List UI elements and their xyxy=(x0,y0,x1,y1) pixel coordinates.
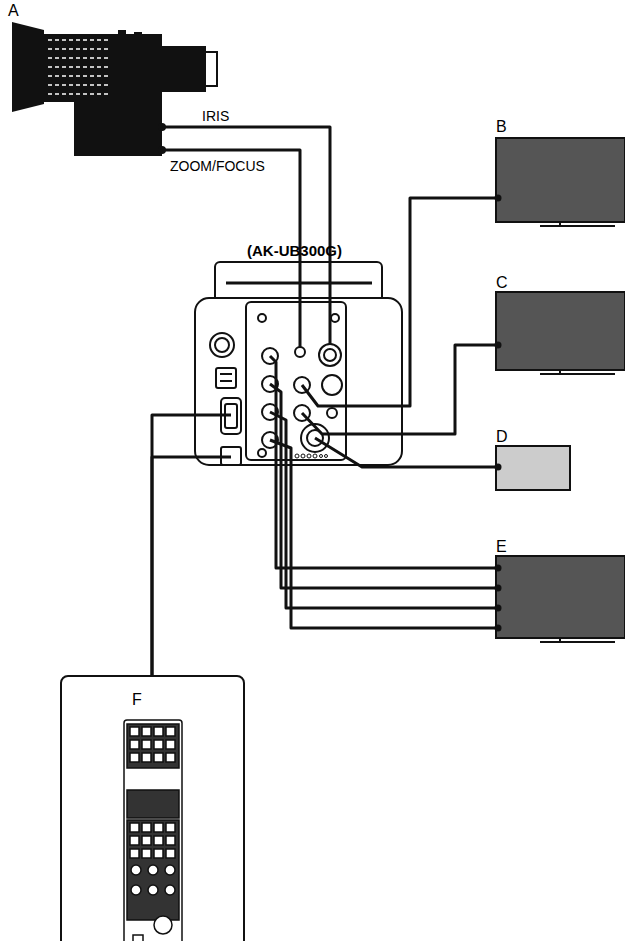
cable xyxy=(152,415,231,675)
device-letter: E xyxy=(496,538,507,556)
cable-label: ZOOM/FOCUS xyxy=(168,158,267,174)
cable-label: IRIS xyxy=(200,108,231,124)
cable xyxy=(270,356,496,568)
device-letter: C xyxy=(496,274,508,292)
monitor-box: C xyxy=(496,268,625,376)
remote-operation-panel xyxy=(124,720,182,941)
model-name: (AK-UB300G) xyxy=(247,242,342,260)
device-letter: F xyxy=(132,691,142,709)
cable xyxy=(152,457,231,675)
cable xyxy=(315,438,496,467)
device-letter: D xyxy=(496,428,508,446)
control-panel-box: F xyxy=(60,675,245,941)
cable-end xyxy=(495,565,502,572)
cable xyxy=(270,440,496,628)
cable xyxy=(302,345,496,434)
lens-unit: A xyxy=(6,0,221,158)
cable-end xyxy=(495,342,502,349)
cable xyxy=(164,127,330,344)
monitor-box: E xyxy=(496,532,625,644)
cable-end xyxy=(495,605,502,612)
cable-end xyxy=(495,464,502,471)
cable-end xyxy=(495,195,502,202)
monitor-box: B xyxy=(496,112,625,228)
device-letter: A xyxy=(8,2,19,20)
device-letter: B xyxy=(496,118,507,136)
cable xyxy=(270,412,496,608)
device-box: D xyxy=(496,422,570,492)
cable xyxy=(270,384,496,588)
monitor xyxy=(496,138,625,642)
cable-end xyxy=(495,585,502,592)
cable xyxy=(302,198,496,406)
camera-unit: (AK-UB300G) xyxy=(195,240,405,467)
cable-end xyxy=(495,625,502,632)
zoom-lens xyxy=(12,22,217,156)
